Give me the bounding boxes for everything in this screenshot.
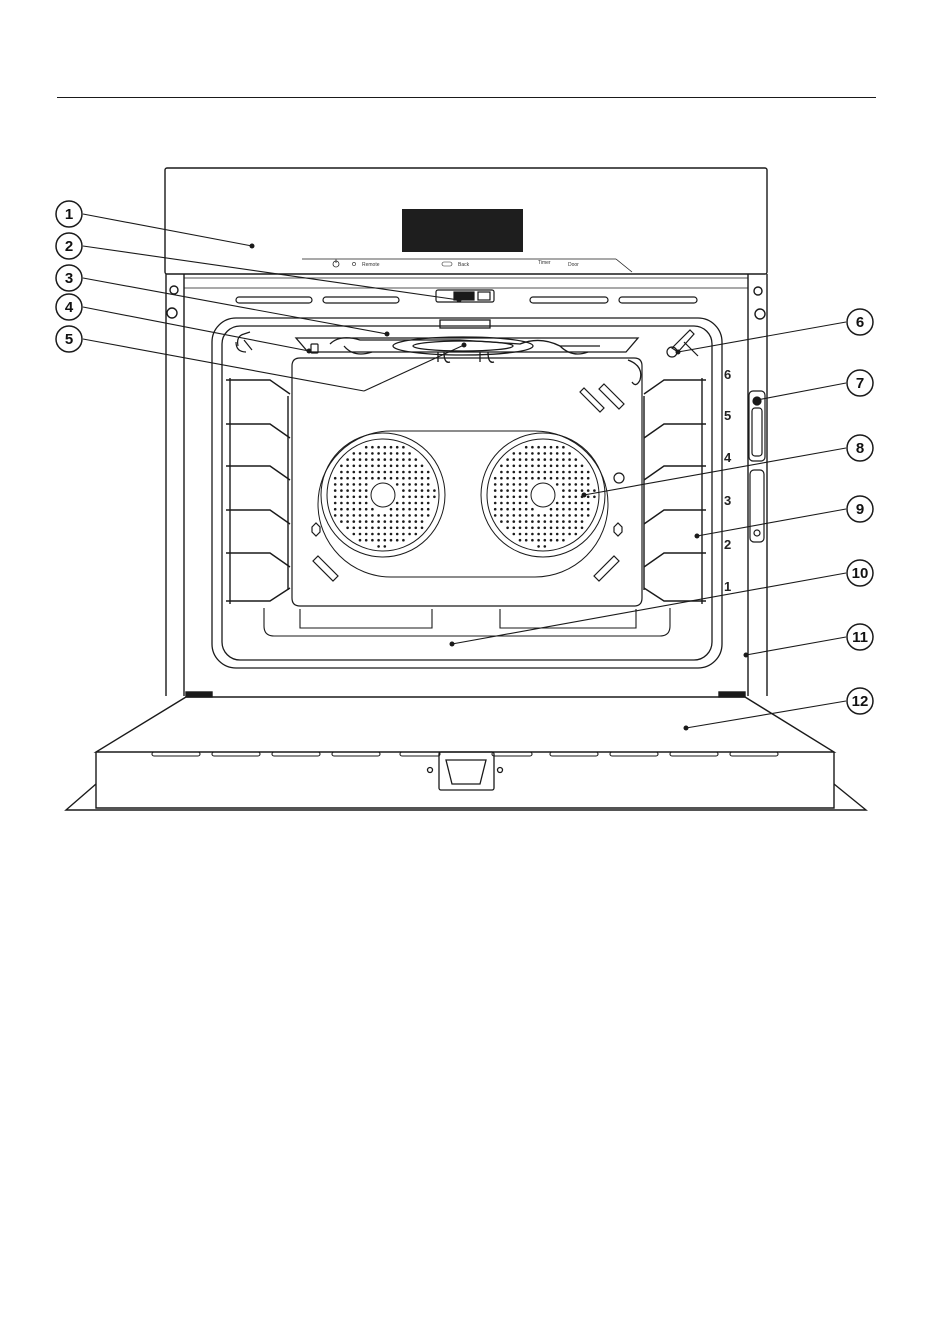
- callout-label: 5: [65, 331, 73, 348]
- top-heating-element: [296, 320, 641, 385]
- callout-label: 11: [852, 629, 868, 646]
- panel-label-door: Door: [568, 262, 579, 268]
- callout-5: 5: [56, 326, 82, 352]
- callout-10: 10: [847, 560, 873, 586]
- callout-9: 9: [847, 496, 873, 522]
- callout-label: 4: [65, 299, 74, 316]
- callout-2: 2: [56, 233, 82, 259]
- callout-3: 3: [56, 265, 82, 291]
- door-handle-latch: [428, 752, 503, 790]
- callout-label: 7: [856, 375, 864, 392]
- shelf-level-5: 5: [724, 408, 731, 423]
- door-contact-switch: [750, 470, 764, 542]
- oven-door: [66, 692, 866, 810]
- callout-12: 12: [847, 688, 873, 714]
- callout-1: 1: [56, 201, 82, 227]
- callout-label: 2: [65, 238, 73, 255]
- panel-label-back: Back: [458, 262, 470, 268]
- display-screen: [402, 209, 523, 252]
- callout-label: 10: [852, 565, 869, 582]
- side-runners-right: [644, 378, 706, 604]
- callout-label: 9: [856, 501, 864, 518]
- side-runners-left: [226, 378, 290, 604]
- callout-label: 3: [65, 270, 73, 287]
- callout-11: 11: [847, 624, 873, 650]
- callout-label: 12: [852, 693, 869, 710]
- cavity-floor: [264, 608, 670, 636]
- callout-4: 4: [56, 294, 82, 320]
- panel-label-remote: Remote: [362, 262, 380, 268]
- shelf-level-4: 4: [724, 450, 732, 465]
- callout-8: 8: [847, 435, 873, 461]
- back-panel: [292, 358, 642, 606]
- callout-label: 8: [856, 440, 864, 457]
- shelf-level-2: 2: [724, 537, 731, 552]
- callout-7: 7: [847, 370, 873, 396]
- callout-6: 6: [847, 309, 873, 335]
- food-probe-socket: [667, 330, 698, 357]
- leader-lines: [83, 214, 846, 728]
- door-lock-icon: [436, 290, 494, 302]
- panel-label-timer: Timer: [538, 260, 551, 266]
- leader-anchor-dots: [250, 244, 760, 731]
- fan-perforations: [334, 446, 596, 548]
- callout-label: 6: [856, 314, 864, 331]
- callout-label: 1: [65, 206, 73, 223]
- food-probe-socket-left: [236, 332, 252, 352]
- shelf-level-6: 6: [724, 367, 731, 382]
- shelf-level-1: 1: [724, 579, 731, 594]
- shelf-level-3: 3: [724, 493, 731, 508]
